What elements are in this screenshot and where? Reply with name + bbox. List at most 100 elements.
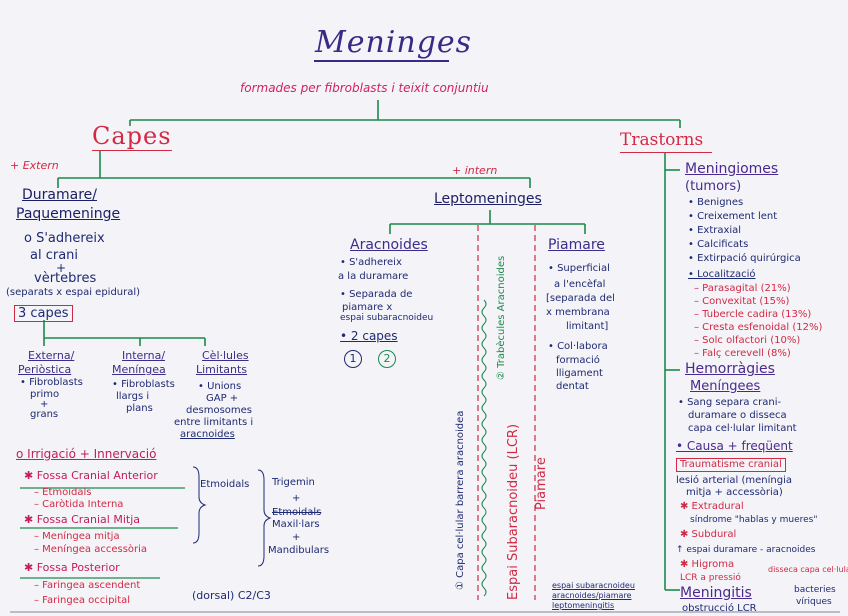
disseca-capa: disseca capa cel·lular limit. bbox=[768, 565, 848, 574]
causa-frequent: • Causa + freqüent bbox=[676, 439, 793, 453]
page-title: Meninges bbox=[315, 25, 473, 60]
hemorragies-item-2: duramare o disseca bbox=[688, 410, 787, 421]
subtitle: formades per fibroblasts i teixit conjun… bbox=[240, 81, 489, 95]
meningiomes-heading: Meningiomes bbox=[685, 161, 779, 177]
externa-line-1: • Fibroblasts bbox=[20, 377, 83, 388]
duramare-line-3: + bbox=[56, 261, 67, 275]
cellules-line-3: desmosomes bbox=[186, 405, 253, 416]
meningiomes-item-2: • Creixement lent bbox=[688, 211, 778, 222]
externa-line-2: primo bbox=[30, 389, 60, 400]
meningiomes-item-1: • Benignes bbox=[688, 197, 744, 208]
piamare-line-7: formació bbox=[556, 355, 600, 366]
capa-cellular-barrera-vertical: ① Capa cel·lular barrera aracnoidea bbox=[455, 410, 466, 590]
sindrome-label: síndrome "hablas y mueres" bbox=[690, 515, 818, 525]
trigemin-6: Mandibulars bbox=[268, 545, 330, 556]
piamare-line-5: limitant] bbox=[566, 321, 609, 332]
aracnoides-line-4: piamare x bbox=[342, 302, 393, 313]
hemorragies-item-3: capa cel·lular limitant bbox=[688, 423, 797, 434]
extern-label: + Extern bbox=[10, 159, 59, 172]
periostica-heading: Periòstica bbox=[18, 363, 72, 376]
aracnoides-line-1: • S'adhereix bbox=[340, 257, 402, 268]
duramare-heading: Duramare/ bbox=[22, 187, 97, 203]
loc-item-4: – Cresta esfenoidal (12%) bbox=[694, 322, 823, 333]
piamare-line-6: • Col·labora bbox=[548, 341, 608, 352]
obstruccio-lcr: obstrucció LCR bbox=[682, 603, 757, 614]
hemorragies-heading: Hemorràgies bbox=[685, 361, 775, 377]
meningitis-extra-2: aracnoides/piamare bbox=[552, 591, 632, 600]
trastorns-underline bbox=[620, 152, 712, 153]
duramare-line-2: al crani bbox=[30, 248, 79, 263]
tres-capes-box: 3 capes bbox=[14, 305, 73, 322]
meningitis-extra-1: espai subaracnoideu bbox=[552, 581, 635, 590]
tumors-heading: (tumors) bbox=[685, 179, 742, 194]
paquemeninge-heading: Paquemeninge bbox=[16, 206, 121, 222]
loc-item-6: – Falç cerevell (8%) bbox=[694, 348, 791, 359]
capes-underline bbox=[92, 150, 172, 151]
fossa-posterior-item-2: – Faringea occipital bbox=[34, 595, 131, 606]
localitzacio-heading: • Localització bbox=[688, 269, 756, 280]
meningiomes-item-3: • Extraxial bbox=[688, 225, 742, 236]
capes-heading: Capes bbox=[92, 122, 172, 150]
trastorns-heading: Trastorns bbox=[620, 130, 704, 150]
trigemin-1: Trigemin bbox=[272, 477, 315, 488]
piamare-vertical: Piamare bbox=[534, 457, 549, 510]
aracnoides-line-3: • Separada de bbox=[340, 289, 413, 300]
fossa-posterior-heading: ✱ Fossa Posterior bbox=[24, 561, 120, 574]
trigemin-4: Maxil·lars bbox=[272, 519, 320, 530]
dues-capes: • 2 capes bbox=[340, 329, 398, 343]
fossa-anterior-item-1: – Etmoidals bbox=[34, 487, 92, 498]
lesio-line-2: mitja + accessòria) bbox=[686, 487, 783, 498]
externa-line-3: + bbox=[40, 399, 49, 410]
brace-dorsal: (dorsal) C2/C3 bbox=[192, 589, 271, 602]
irrigacio-heading: o Irrigació + Innervació bbox=[16, 447, 157, 461]
fossa-mitja-item-1: – Meníngea mitja bbox=[34, 531, 120, 542]
loc-item-5: – Solc olfactori (10%) bbox=[694, 335, 801, 346]
subdural-label: ✱ Subdural bbox=[680, 529, 737, 540]
cellules-line-4: entre limitants i bbox=[174, 417, 254, 428]
leptomeninges-heading: Leptomeninges bbox=[434, 191, 542, 207]
loc-item-1: – Parasagital (21%) bbox=[694, 283, 791, 294]
interna-line-2: llargs i bbox=[116, 391, 150, 402]
fossa-mitja-item-2: – Meníngea accessòria bbox=[34, 544, 148, 555]
bacteries-label: bacteries bbox=[794, 585, 836, 595]
duramare-line-1: o S'adhereix bbox=[24, 231, 105, 246]
aracnoides-heading: Aracnoides bbox=[350, 237, 428, 253]
meningitis-heading: Meningitis bbox=[680, 585, 752, 601]
lesio-line-1: lesió arterial (meníngia bbox=[676, 475, 793, 486]
externa-heading: Externa/ bbox=[28, 349, 75, 362]
meningiomes-item-4: • Calcificats bbox=[688, 239, 749, 250]
meningea-heading: Meníngea bbox=[112, 363, 166, 376]
cellules-line-1: • Unions bbox=[198, 381, 242, 392]
trigemin-3: Etmoidals bbox=[272, 507, 322, 518]
extradural-label: ✱ Extradural bbox=[680, 501, 744, 512]
piamare-line-8: lligament bbox=[556, 368, 603, 379]
loc-item-2: – Convexitat (15%) bbox=[694, 296, 790, 307]
capa-2-circle: 2 bbox=[378, 350, 396, 368]
higroma-label: ✱ Higroma bbox=[680, 559, 735, 570]
piamare-line-9: dentat bbox=[556, 381, 589, 392]
fossa-posterior-item-1: – Faringea ascendent bbox=[34, 580, 141, 591]
interna-heading: Interna/ bbox=[122, 349, 166, 362]
fossa-mitja-heading: ✱ Fossa Cranial Mitja bbox=[24, 513, 140, 526]
cellules-line-2: GAP + bbox=[206, 393, 239, 404]
fossa-anterior-heading: ✱ Fossa Cranial Anterior bbox=[24, 469, 158, 482]
brace-etmoidals: Etmoidals bbox=[200, 479, 250, 490]
meningiomes-item-5: • Extirpació quirúrgica bbox=[688, 253, 801, 264]
aracnoides-line-2: a la duramare bbox=[338, 271, 409, 282]
espai-label: ↑ espai duramare - aracnoides bbox=[676, 545, 816, 555]
limitants-heading: Limitants bbox=[196, 363, 248, 376]
duramare-line-5: (separats x espai epidural) bbox=[6, 287, 141, 298]
externa-line-4: grans bbox=[30, 409, 59, 420]
meningees-heading: Meníngees bbox=[690, 379, 761, 394]
meningitis-extra-3: leptomeningitis bbox=[552, 601, 615, 610]
interna-line-1: • Fibroblasts bbox=[112, 379, 175, 390]
intern-label: + intern bbox=[452, 164, 498, 177]
viriques-label: víriques bbox=[796, 597, 832, 607]
traumatisme-box: Traumatisme cranial bbox=[676, 458, 786, 472]
piamare-line-4: x membrana bbox=[546, 307, 610, 318]
duramare-line-4: vèrtebres bbox=[34, 271, 97, 286]
trabecules-vertical: ② Trabècules Aracnoides bbox=[496, 255, 507, 380]
espai-subaracnoideu-vertical: Espai Subaracnoideu (LCR) bbox=[506, 423, 521, 600]
capa-1-circle: 1 bbox=[344, 350, 362, 368]
